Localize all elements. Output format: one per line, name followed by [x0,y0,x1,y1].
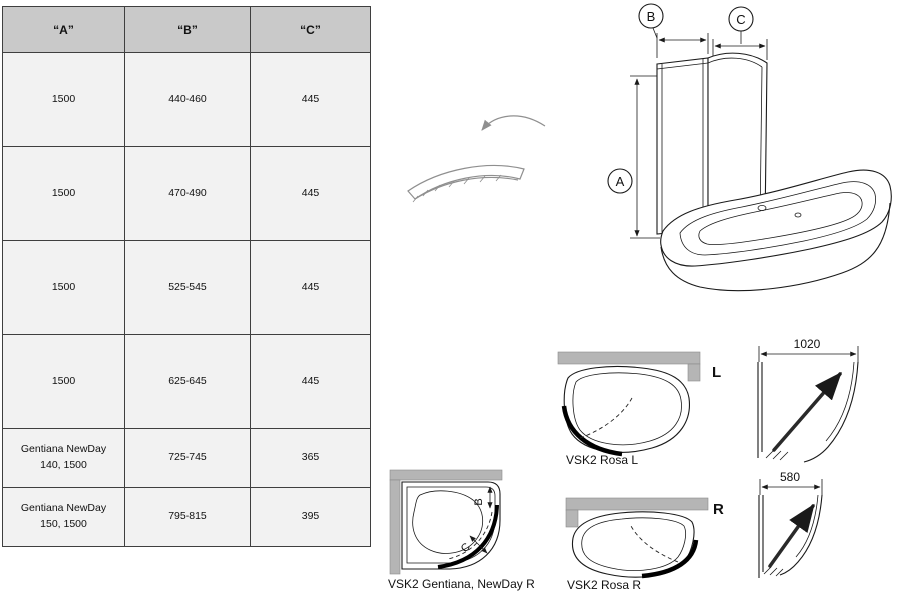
overflow-icon [794,212,802,218]
screen-plan-curve [641,539,699,579]
extension-lines [758,346,859,362]
screen-curve-outer [779,494,823,576]
table-row: 1500 470-490 445 [2,146,371,241]
basin-shape [412,490,484,554]
door-swing-arc [630,525,679,563]
extension-lines-a [630,75,660,239]
width-drawing-580: 580 [758,470,823,578]
wall-return [687,363,701,382]
bath-outline-outer [401,481,501,570]
cell-b: 525-545 [124,240,251,335]
leader-line [652,27,658,39]
extension-lines-b [656,33,709,58]
col-header-a: “A” [2,6,125,53]
screen-plan-curve [561,405,623,457]
header-row: “A” “B” “C” [2,6,371,53]
cell-a: Gentiana NewDay 150, 1500 [2,487,125,547]
hatch-marks [412,174,502,203]
wall-top [565,497,709,511]
extension-lines-c [712,39,768,60]
screen-curve-outer [803,361,859,463]
hatch-marks [765,449,789,461]
width-value-bottom: 580 [780,470,800,484]
table-row: Gentiana NewDay 150, 1500 795-815 395 [2,487,371,547]
screen-curve-inner [825,361,855,442]
screen-edge-left [757,362,763,458]
dim-circle-a [607,168,633,194]
cell-a: 1500 [2,240,125,335]
dim-label-c: C [736,12,745,27]
table-row: 1500 525-545 445 [2,240,371,335]
width-drawing-1020: 1020 [757,337,859,463]
orientation-label-r: R [713,501,724,518]
plan-gentiana-newday-r: B C VSK2 Gentiana, NewDay R [388,469,535,591]
cell-c: 445 [250,334,371,429]
wall-top [557,351,701,365]
caption-gentiana-newday-r: VSK2 Gentiana, NewDay R [388,577,535,591]
cell-c: 445 [250,240,371,335]
bath-outline-inner [572,372,682,446]
table-row: Gentiana NewDay 140, 1500 725-745 365 [2,428,371,488]
cell-c: 365 [250,428,371,488]
caption-rosa-r: VSK2 Rosa R [567,578,641,592]
table-row: 1500 440-460 445 [2,52,371,147]
main-elevation: B C A [607,3,892,292]
wall-return [565,509,579,528]
wall-left [389,479,401,575]
technical-drawings: B C A [388,3,892,592]
cell-a: 1500 [2,52,125,147]
cell-c: 445 [250,146,371,241]
dimensions-table: “A” “B” “C” 1500 440-460 445 1500 470-49… [2,6,371,547]
hatch-marks [763,566,784,577]
curved-glass-sheet [407,164,525,200]
panel-frame-lines [656,59,709,233]
dim-label-b: B [647,9,656,24]
support-brace [772,371,842,452]
cell-b: 625-645 [124,334,251,429]
plan-rosa-l: L VSK2 Rosa L [557,351,721,467]
bathtub-rim-inner [679,181,876,256]
bathtub-apron [660,202,891,292]
cell-a: Gentiana NewDay 140, 1500 [2,428,125,488]
orientation-label-l: L [712,364,721,381]
width-value-top: 1020 [794,337,821,351]
cell-c: 445 [250,52,371,147]
extension-lines [759,479,823,495]
dim-line-c [469,535,488,554]
cell-a: 1500 [2,334,125,429]
fold-direction-arrow-icon [481,115,546,131]
bath-outline-inner [581,517,686,571]
cell-b: 725-745 [124,428,251,488]
cell-a: 1500 [2,146,125,241]
wall-top [389,469,503,481]
support-brace [768,503,815,568]
cell-c: 395 [250,487,371,547]
table-row: 1500 625-645 445 [2,334,371,429]
dim-circle-b [638,3,664,29]
cell-b: 470-490 [124,146,251,241]
caption-rosa-l: VSK2 Rosa L [566,453,638,467]
drain-icon [757,204,767,211]
dim-label-a: A [616,174,625,189]
screen-edge-left [758,495,764,578]
plan-dim-b: B [473,498,485,505]
col-header-c: “C” [250,6,371,53]
plan-rosa-r: R VSK2 Rosa R [565,497,724,592]
cell-b: 440-460 [124,52,251,147]
col-header-b: “B” [124,6,251,53]
cell-b: 795-815 [124,487,251,547]
folded-screen-sketch [407,115,546,203]
